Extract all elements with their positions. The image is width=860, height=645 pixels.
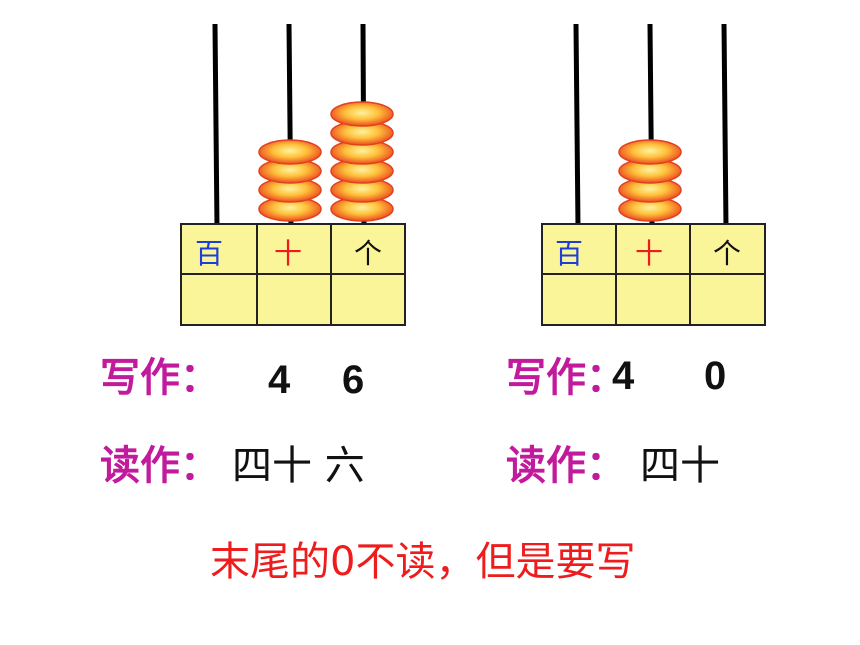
place-label-hundreds: 百 — [195, 237, 223, 270]
place-value-table: 百 十 个 — [180, 223, 406, 326]
cell-empty — [330, 273, 406, 326]
bead — [618, 139, 682, 165]
beads-ones — [330, 101, 394, 222]
write-label: 写作： — [506, 355, 626, 401]
cell-empty — [180, 273, 258, 326]
write-digit-ones: 0 — [704, 354, 727, 398]
cell-empty — [541, 273, 617, 326]
rod-hundreds — [212, 23, 220, 229]
rod-ones — [721, 23, 729, 229]
read-label: 读作： — [506, 443, 626, 489]
abacus-right: 百 十 个 — [541, 23, 766, 326]
beads-tens — [258, 139, 322, 222]
write-digit-tens: 4 — [268, 358, 291, 402]
bead — [330, 101, 394, 127]
place-value-table: 百 十 个 — [541, 223, 766, 326]
read-text: 四十 六 — [232, 443, 365, 489]
cell-tens — [615, 223, 691, 275]
read-label: 读作： — [100, 443, 220, 489]
cell-hundreds — [541, 223, 617, 275]
rod-hundreds — [573, 23, 581, 229]
cell-empty — [256, 273, 332, 326]
abacus-left: 百 十 个 — [180, 23, 406, 326]
bead — [258, 139, 322, 165]
place-label-ones: 个 — [354, 237, 382, 270]
beads-tens — [618, 139, 682, 222]
place-label-tens: 十 — [635, 237, 663, 270]
cell-empty — [689, 273, 766, 326]
cell-empty — [615, 273, 691, 326]
read-text: 四十 — [640, 443, 720, 489]
write-digit-tens: 4 — [612, 354, 635, 398]
place-label-tens: 十 — [274, 237, 302, 270]
cell-ones — [689, 223, 766, 275]
place-label-ones: 个 — [713, 237, 741, 270]
place-label-hundreds: 百 — [555, 237, 583, 270]
rule-note: 末尾的0不读，但是要写 — [210, 539, 636, 585]
write-label: 写作： — [100, 355, 220, 401]
write-digit-ones: 6 — [342, 358, 365, 402]
